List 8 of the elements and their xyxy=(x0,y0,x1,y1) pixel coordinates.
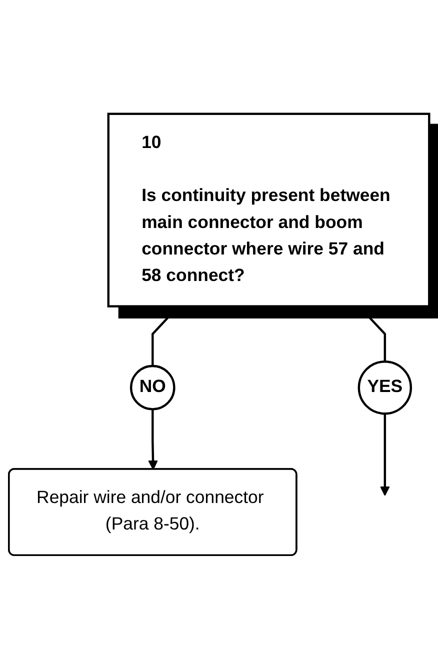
node-box xyxy=(107,112,430,308)
node-circle xyxy=(130,364,176,410)
connector xyxy=(358,306,386,362)
connector xyxy=(152,306,180,366)
arrow xyxy=(380,414,390,496)
node-circle xyxy=(358,360,412,415)
arrow xyxy=(148,409,158,470)
flowchart: 10 Is continuity present between main connector and boom connector where wire 57 and 58 connect? NO Repair wire and/or connector (Para 8-50). YES xyxy=(0,104,438,564)
